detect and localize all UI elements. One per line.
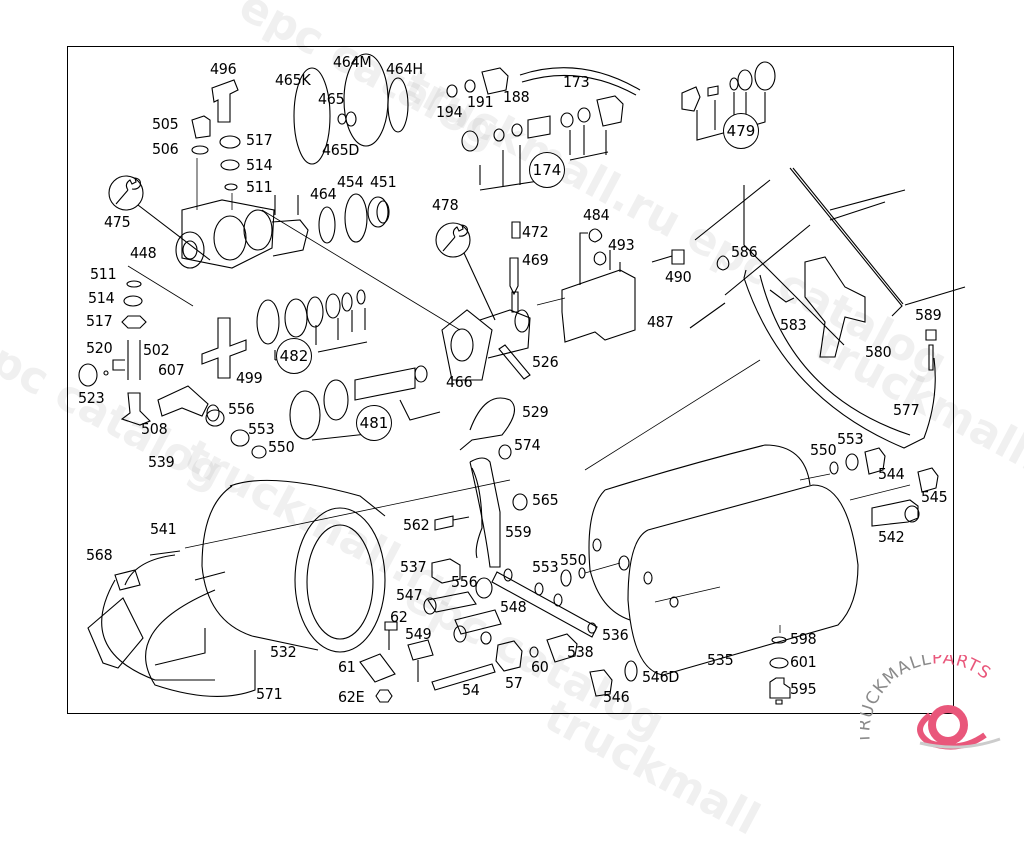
callout-506: 506	[152, 140, 179, 158]
callout-448: 448	[130, 244, 157, 262]
callout-62: 62	[390, 608, 408, 626]
callout-598: 598	[790, 630, 817, 648]
callout-548: 548	[500, 598, 527, 616]
callout-536: 536	[602, 626, 629, 644]
callout-545: 545	[921, 488, 948, 506]
callout-505: 505	[152, 115, 179, 133]
callout-580: 580	[865, 343, 892, 361]
callout-517: 517	[246, 131, 273, 149]
callout-464M: 464M	[333, 53, 372, 71]
callout-54: 54	[462, 681, 480, 699]
wrench-icon	[435, 222, 471, 258]
callout-469: 469	[522, 251, 549, 269]
callout-61: 61	[338, 658, 356, 676]
group-callout-479: 479	[723, 113, 759, 149]
logo-text: TRUCKMALLPARTS	[860, 655, 995, 745]
callout-546D: 546D	[642, 668, 680, 686]
air-tank-532	[201, 479, 386, 653]
callout-484: 484	[583, 206, 610, 224]
callout-451: 451	[370, 173, 397, 191]
callout-496: 496	[210, 60, 237, 78]
callout-550: 550	[560, 551, 587, 569]
diagram-frame	[67, 46, 954, 714]
callout-511: 511	[90, 265, 117, 283]
wrench-icon	[108, 175, 144, 211]
callout-568: 568	[86, 546, 113, 564]
callout-583: 583	[780, 316, 807, 334]
callout-62E: 62E	[338, 688, 365, 706]
callout-466: 466	[446, 373, 473, 391]
callout-607: 607	[158, 361, 185, 379]
group-callout-482: 482	[276, 338, 312, 374]
callout-601: 601	[790, 653, 817, 671]
callout-508: 508	[141, 420, 168, 438]
callout-514: 514	[88, 289, 115, 307]
callout-490: 490	[665, 268, 692, 286]
callout-565: 565	[532, 491, 559, 509]
callout-173: 173	[563, 73, 590, 91]
callout-475: 475	[104, 213, 131, 231]
callout-478: 478	[432, 196, 459, 214]
callout-487: 487	[647, 313, 674, 331]
callout-537: 537	[400, 558, 427, 576]
callout-502: 502	[143, 341, 170, 359]
callout-517: 517	[86, 312, 113, 330]
callout-539: 539	[148, 453, 175, 471]
callout-574: 574	[514, 436, 541, 454]
callout-577: 577	[893, 401, 920, 419]
callout-454: 454	[337, 173, 364, 191]
callout-520: 520	[86, 339, 113, 357]
pressure-regulator	[175, 195, 309, 269]
callout-538: 538	[567, 643, 594, 661]
callout-465D: 465D	[322, 141, 360, 159]
air-tank-535	[588, 444, 859, 676]
callout-472: 472	[522, 223, 549, 241]
callout-465: 465	[318, 90, 345, 108]
callout-464H: 464H	[386, 60, 423, 78]
truckmall-parts-logo: TRUCKMALLPARTS	[860, 655, 1001, 750]
callout-546: 546	[603, 688, 630, 706]
callout-550: 550	[268, 438, 295, 456]
callout-559: 559	[505, 523, 532, 541]
callout-514: 514	[246, 156, 273, 174]
callout-532: 532	[270, 643, 297, 661]
callout-60: 60	[531, 658, 549, 676]
callout-549: 549	[405, 625, 432, 643]
callout-541: 541	[150, 520, 177, 538]
callout-553: 553	[837, 430, 864, 448]
callout-499: 499	[236, 369, 263, 387]
callout-544: 544	[878, 465, 905, 483]
callout-550: 550	[810, 441, 837, 459]
gear-icon	[917, 705, 1001, 750]
callout-57: 57	[505, 674, 523, 692]
callout-511: 511	[246, 178, 273, 196]
callout-191: 191	[467, 93, 494, 111]
callout-526: 526	[532, 353, 559, 371]
callout-523: 523	[78, 389, 105, 407]
callout-553: 553	[532, 558, 559, 576]
callout-595: 595	[790, 680, 817, 698]
callout-194: 194	[436, 103, 463, 121]
callout-493: 493	[608, 236, 635, 254]
callout-464: 464	[310, 185, 337, 203]
callout-553: 553	[248, 420, 275, 438]
callout-529: 529	[522, 403, 549, 421]
callout-562: 562	[403, 516, 430, 534]
callout-542: 542	[878, 528, 905, 546]
callout-547: 547	[396, 586, 423, 604]
callout-556: 556	[451, 573, 478, 591]
callout-556: 556	[228, 400, 255, 418]
callout-589: 589	[915, 306, 942, 324]
callout-571: 571	[256, 685, 283, 703]
callout-586: 586	[731, 243, 758, 261]
group-callout-174: 174	[529, 152, 565, 188]
callout-188: 188	[503, 88, 530, 106]
group-callout-481: 481	[356, 405, 392, 441]
callout-535: 535	[707, 651, 734, 669]
diagram-line-art	[78, 53, 966, 705]
callout-465K: 465K	[275, 71, 311, 89]
